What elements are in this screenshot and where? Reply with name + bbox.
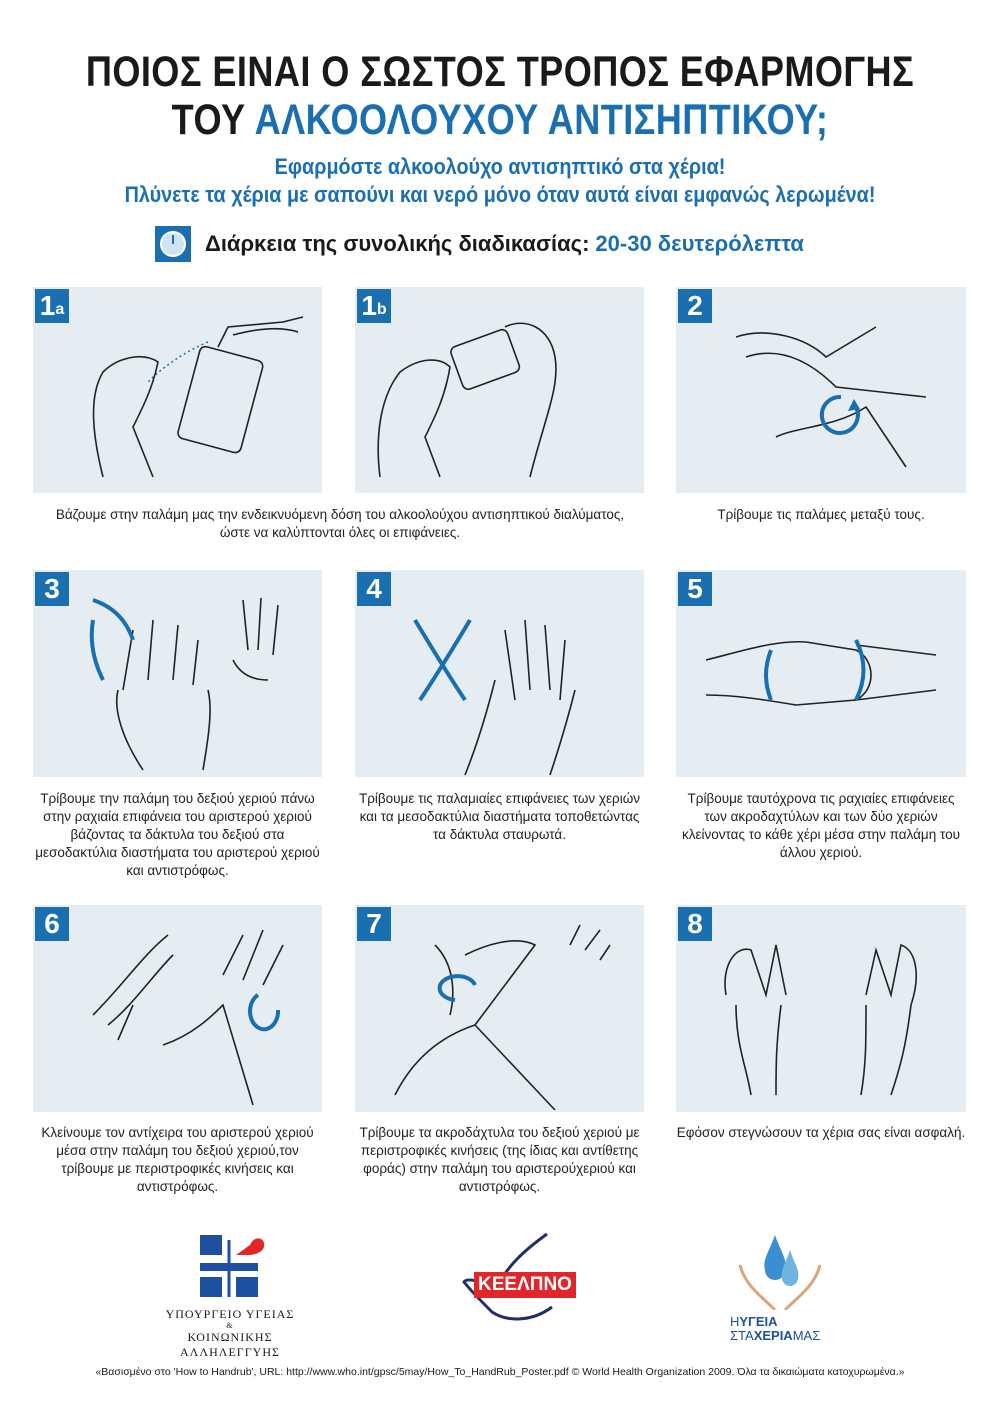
step-6-caption: Κλείνουμε τον αντίχειρα του αριστερού χε… bbox=[41, 1125, 314, 1194]
step-badge: 3 bbox=[35, 572, 69, 606]
step-3-caption: Τρίβουμε την παλάμη του δεξιού χεριού πά… bbox=[35, 791, 320, 878]
interlaced-fingers-illustration bbox=[413, 618, 576, 776]
step-badge: 2 bbox=[678, 289, 712, 323]
ministry-logo: ΥΠΟΥΡΓΕΙΟ ΥΓΕΙΑΣ & ΚΟΙΝΩΝΙΚΗΣ ΑΛΛΗΛΕΓΓΥΗ… bbox=[140, 1235, 320, 1360]
step-badge: 7 bbox=[357, 907, 391, 941]
rotate-arrow-icon bbox=[848, 399, 860, 411]
step-badge: 6 bbox=[35, 907, 69, 941]
step-badge: 4 bbox=[357, 572, 391, 606]
ministry-emblem-icon bbox=[200, 1235, 265, 1297]
dove-icon bbox=[462, 1232, 553, 1321]
step-7-panel: 7 bbox=[355, 905, 644, 1112]
bottle-hand-illustration bbox=[377, 322, 557, 478]
back-of-hand-illustration bbox=[89, 597, 279, 771]
keelpno-label: ΚΕΕΛΠΝΟ bbox=[474, 1272, 576, 1298]
ministry-amp: & bbox=[226, 1321, 234, 1330]
step-8-caption: Εφόσον στεγνώσουν τα χέρια σας είναι ασφ… bbox=[676, 1125, 966, 1140]
palms-rubbing-illustration bbox=[735, 326, 927, 468]
step-5-panel: 5 bbox=[676, 570, 966, 777]
step-5-caption: Τρίβουμε ταυτόχρονα τις ραχιαίες επιφάνε… bbox=[681, 791, 961, 860]
step-1-caption: Βάζουμε στην παλάμη μας την ενδεικνυόμεν… bbox=[55, 507, 625, 540]
step-8-panel: 8 bbox=[676, 905, 966, 1112]
thumb-rotation-illustration bbox=[92, 929, 284, 1106]
title-line-1: ΠΟΙΟΣ ΕΙΝΑΙ Ο ΣΩΣΤΟΣ ΤΡΟΠΟΣ ΕΦΑΡΜΟΓΗΣ bbox=[85, 48, 915, 96]
title-line-2: ΤΟΥ ΑΛΚΟΟΛΟΥΧΟΥ ΑΝΤΙΣΗΠΤΙΚΟΥ; bbox=[80, 96, 920, 145]
subtitle-2: Πλύνετε τα χέρια με σαπούνι και νερό μόν… bbox=[124, 182, 876, 207]
dispenser-hand-illustration bbox=[92, 316, 304, 478]
keelpno-logo: ΚΕΕΛΠΝΟ bbox=[462, 1232, 582, 1342]
step-badge: 8 bbox=[678, 907, 712, 941]
ministry-name-line2: ΚΟΙΝΩΝΙΚΗΣ ΑΛΛΗΛΕΓΓΥΗΣ bbox=[180, 1330, 280, 1359]
title-prefix: ΤΟΥ bbox=[171, 96, 246, 144]
step-2-panel: 2 bbox=[676, 287, 966, 493]
step-4-panel: 4 bbox=[355, 570, 644, 777]
duration-label: Διάρκεια της συνολικής διαδικασίας: bbox=[205, 231, 590, 256]
duration: Διάρκεια της συνολικής διαδικασίας:20-30… bbox=[155, 226, 804, 262]
fingertips-rotation-illustration bbox=[394, 924, 611, 1111]
interlocked-fingers-illustration bbox=[705, 639, 937, 706]
subtitle-1: Εφαρμόστε αλκοολούχο αντισηπτικό στα χέρ… bbox=[274, 154, 726, 179]
step-badge: 5 bbox=[678, 572, 712, 606]
step-2-caption: Τρίβουμε τις παλάμες μεταξύ τους. bbox=[717, 507, 925, 522]
duration-value: 20-30 δευτερόλεπτα bbox=[595, 231, 804, 256]
clean-hands-illustration bbox=[724, 943, 917, 1096]
footer-credit: «Βασισμένο στο 'How to Handrub', URL: ht… bbox=[95, 1366, 905, 1378]
step-6-panel: 6 bbox=[33, 905, 322, 1112]
step-3-panel: 3 bbox=[33, 570, 322, 777]
clock-icon bbox=[155, 226, 191, 262]
step-7-caption: Τρίβουμε τα ακροδάχτυλα του δεξιού χεριο… bbox=[359, 1125, 640, 1194]
step-4-caption: Τρίβουμε τις παλαμιαίες επιφάνειες των χ… bbox=[358, 791, 641, 842]
water-drops-hands-icon bbox=[738, 1235, 822, 1312]
ministry-name-line1: ΥΠΟΥΡΓΕΙΟ ΥΓΕΙΑΣ bbox=[165, 1307, 295, 1321]
title-highlight: ΑΛΚΟΟΛΟΥΧΟΥ ΑΝΤΙΣΗΠΤΙΚΟΥ; bbox=[254, 96, 829, 144]
